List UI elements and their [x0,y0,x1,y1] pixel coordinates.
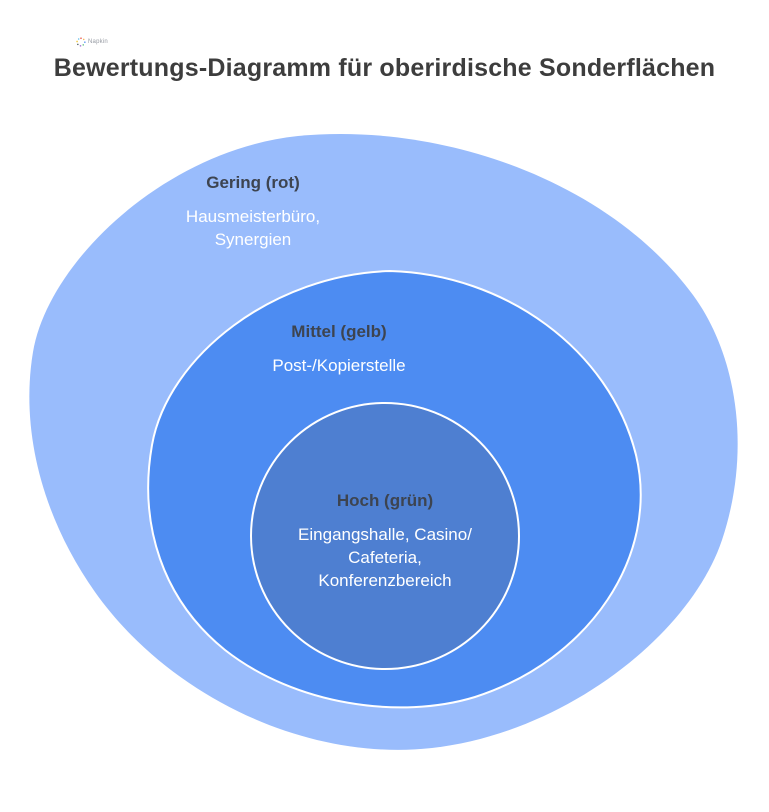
ring-mittel-text: Mittel (gelb) Post-/Kopierstelle [272,322,405,377]
watermark-logo: Napkin [76,37,108,47]
ring-item-line: Eingangshalle, Casino/ [298,525,472,544]
ring-mittel-items: Post-/Kopierstelle [272,354,405,377]
page-title: Bewertungs-Diagramm für oberirdische Son… [53,54,716,82]
ring-gering-label: Gering (rot) [206,173,300,192]
ring-item-line: Hausmeisterbüro, [185,207,321,226]
ring-mittel-label: Mittel (gelb) [291,322,387,341]
ring-hoch-shape [250,402,520,670]
ring-hoch-items: Eingangshalle, Casino/ Cafeteria, Konfer… [298,523,472,592]
watermark-text: Napkin [88,38,108,45]
ring-item-line: Post-/Kopierstelle [272,356,406,375]
ring-gering-items: Hausmeisterbüro, Synergien [186,205,320,251]
starburst-dots-icon [76,37,86,47]
ring-hoch-label: Hoch (grün) [336,491,434,510]
ring-item-line: Cafeteria, [348,548,422,567]
ring-gering-text: Gering (rot) Hausmeisterbüro, Synergien [186,173,320,251]
ring-item-line: Konferenzbereich [318,571,452,590]
ring-item-line: Synergien [214,230,292,249]
ring-hoch-text: Hoch (grün) Eingangshalle, Casino/ Cafet… [298,491,472,592]
